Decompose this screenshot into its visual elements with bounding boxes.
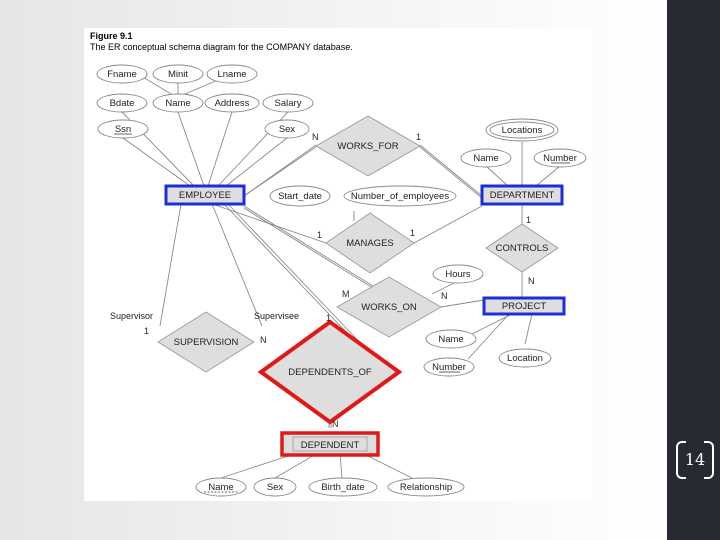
er-diagram-figure: Figure 9.1 The ER conceptual schema diag… — [84, 28, 593, 501]
attribute-ovals — [96, 64, 587, 497]
figure-caption: The ER conceptual schema diagram for the… — [90, 42, 353, 52]
project-highlight — [482, 296, 566, 316]
entity-employee-label: EMPLOYEE — [179, 190, 231, 201]
right-bracket-icon — [704, 441, 714, 479]
card-works-for-department: 1 — [416, 132, 421, 142]
page-number-text: 14 — [684, 449, 706, 469]
attr-lname: Lname — [217, 69, 246, 80]
role-supervisee: Supervisee — [254, 311, 299, 321]
attr-salary: Salary — [275, 98, 302, 109]
dark-sidebar — [667, 0, 720, 540]
attr-department-name: Name — [473, 153, 498, 164]
left-bracket-icon — [676, 441, 686, 479]
attr-minit: Minit — [168, 69, 188, 80]
attr-fname: Fname — [107, 69, 137, 80]
entity-dependent-label: DEPENDENT — [301, 440, 360, 451]
card-manages-employee: 1 — [317, 230, 322, 240]
rel-manages-label: MANAGES — [346, 238, 394, 249]
attr-sex: Sex — [279, 124, 296, 135]
attr-project-name: Name — [438, 334, 463, 345]
attr-project-number: Number — [432, 362, 466, 373]
attr-locations: Locations — [502, 125, 543, 136]
rel-supervision-label: SUPERVISION — [174, 337, 239, 348]
card-works-on-project: N — [441, 291, 448, 301]
rel-dependents-of-label: DEPENDENTS_OF — [288, 367, 372, 378]
figure-label: Figure 9.1 — [90, 31, 133, 41]
entity-department-label: DEPARTMENT — [490, 190, 555, 201]
dependent-highlight — [280, 431, 380, 457]
attr-relationship: Relationship — [400, 482, 452, 493]
key-underlines — [114, 133, 570, 373]
attr-hours: Hours — [445, 269, 471, 280]
card-dependents-of-employee: 1 — [326, 313, 331, 323]
attr-bdate: Bdate — [110, 98, 135, 109]
role-supervisor: Supervisor — [110, 311, 153, 321]
card-supervisor: 1 — [144, 326, 149, 336]
attr-address: Address — [215, 98, 250, 109]
card-works-for-employee: N — [312, 132, 319, 142]
department-highlight — [480, 184, 564, 206]
card-supervisee: N — [260, 335, 267, 345]
er-diagram-canvas: Fname Minit Lname Bdate Name Address Sal… — [96, 64, 587, 497]
connector-lines — [121, 73, 561, 479]
page-number-badge: 14 — [676, 441, 714, 479]
card-controls-department: 1 — [526, 215, 531, 225]
card-controls-project: N — [528, 276, 535, 286]
rel-works-on-label: WORKS_ON — [361, 302, 417, 313]
attr-start-date: Start_date — [278, 191, 322, 202]
attr-birth-date: Birth_date — [321, 482, 364, 493]
attr-ssn: Ssn — [115, 124, 131, 135]
attr-dependent-name: Name — [208, 482, 233, 493]
attr-dependent-sex: Sex — [267, 482, 284, 493]
card-dependents-of-dependent: N — [332, 419, 339, 429]
attr-department-number: Number — [543, 153, 577, 164]
relationship-diamonds — [157, 115, 559, 373]
attr-employee-name: Name — [165, 98, 190, 109]
rel-works-for-label: WORKS_FOR — [337, 141, 398, 152]
attr-number-of-employees: Number_of_employees — [351, 191, 449, 202]
entity-project-label: PROJECT — [502, 301, 547, 312]
card-manages-department: 1 — [410, 228, 415, 238]
dependent-weak-inner-box — [292, 436, 368, 452]
attr-location: Location — [507, 353, 543, 364]
employee-highlight — [164, 184, 246, 206]
dependents-of-highlight — [257, 319, 403, 425]
card-works-on-employee: M — [342, 289, 350, 299]
rel-controls-label: CONTROLS — [496, 243, 549, 254]
